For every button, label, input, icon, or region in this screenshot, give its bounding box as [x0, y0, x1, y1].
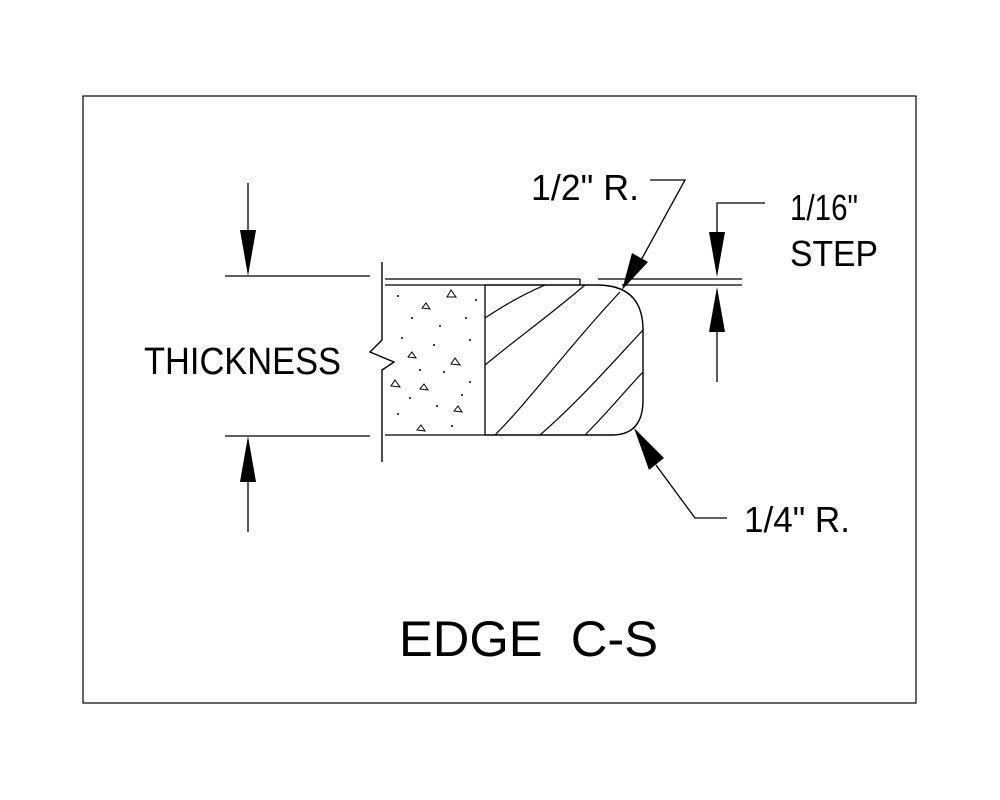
step-top-arrowhead: [709, 232, 725, 277]
step-word-label: STEP: [790, 233, 878, 274]
substrate-section: [368, 262, 486, 462]
wood-nosing-outline: [485, 284, 644, 436]
break-line: [368, 262, 396, 462]
substrate-fill: [385, 285, 485, 435]
drawing-title: EDGE C-S: [399, 611, 658, 667]
concrete-aggregate: [390, 289, 464, 432]
top-radius-arrowhead: [622, 253, 648, 290]
bottom-radius-label: 1/4" R.: [744, 499, 850, 540]
step-bottom-arrowhead: [709, 287, 725, 332]
thickness-dimension: [225, 183, 370, 532]
step-size-label: 1/16": [790, 187, 858, 228]
drawing-border: [82, 95, 917, 704]
thickness-top-arrowhead: [240, 230, 256, 276]
bottom-radius-arrowhead: [634, 428, 664, 470]
thickness-label: THICKNESS: [144, 341, 341, 383]
top-radius-leader: [622, 179, 687, 290]
wood-grain: [485, 285, 643, 435]
concrete-dots: [397, 295, 477, 427]
wood-nosing-section: [485, 284, 644, 436]
top-radius-label: 1/2" R.: [531, 167, 639, 208]
top-surface-step: [385, 278, 742, 286]
bottom-radius-leader: [634, 428, 727, 519]
thickness-bottom-arrowhead: [240, 436, 256, 482]
step-dimension: [709, 202, 765, 382]
